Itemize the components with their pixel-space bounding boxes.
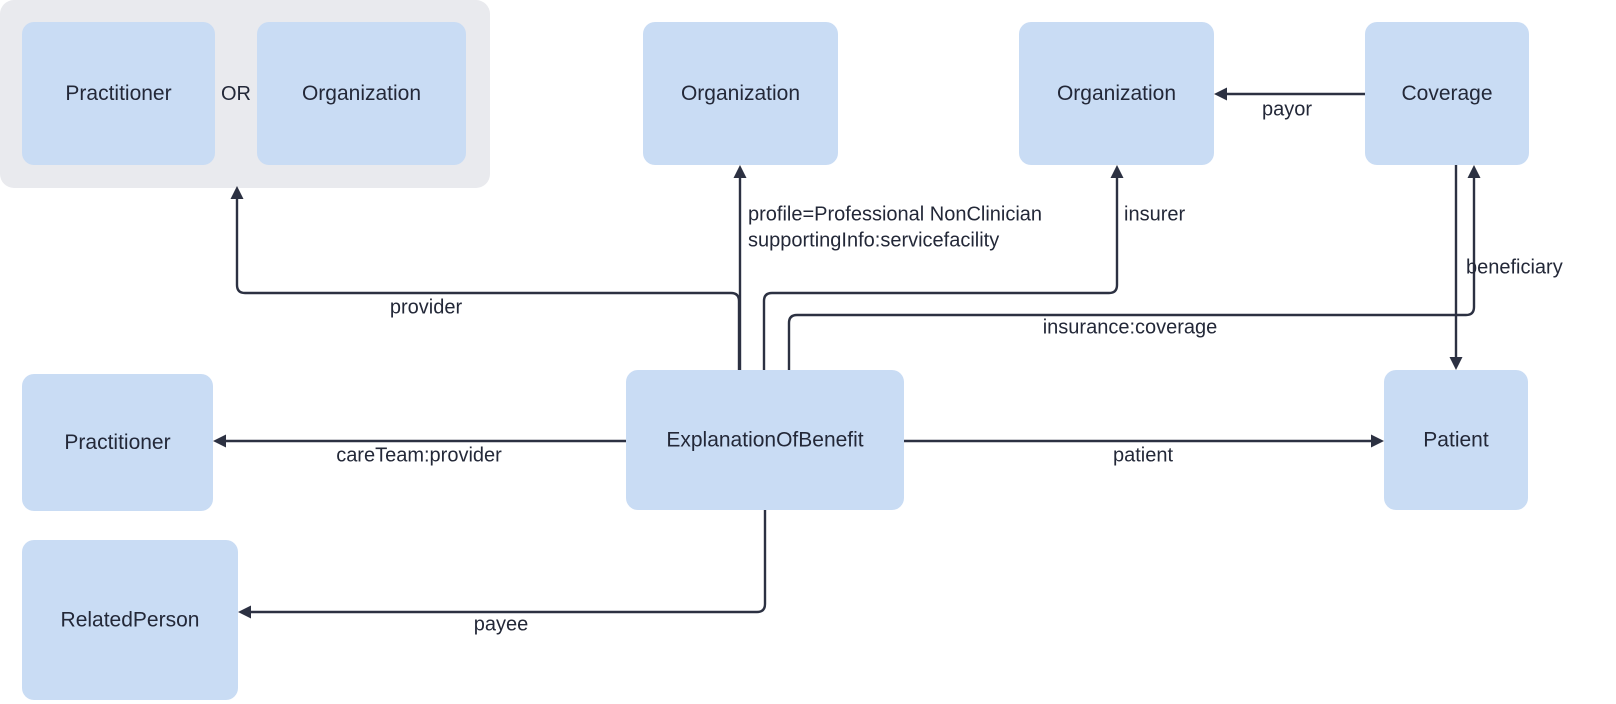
- edge-line: [248, 510, 767, 614]
- node-rect[interactable]: [22, 374, 213, 511]
- node-organization-insurer[interactable]: Organization: [1019, 22, 1214, 165]
- edge-line: [235, 196, 741, 370]
- edge-line: [762, 175, 1119, 370]
- edge-label: patient: [1113, 444, 1173, 466]
- arrow-head: [213, 434, 226, 448]
- node-rect[interactable]: [22, 22, 215, 165]
- arrow-head: [1371, 434, 1384, 448]
- arrow-head: [1449, 357, 1463, 370]
- edge-layer: provider profile=Professional NonClinicia…: [213, 87, 1563, 635]
- edge-careteam-provider: careTeam:provider: [213, 434, 626, 466]
- node-practitioner-top[interactable]: Practitioner: [22, 22, 215, 165]
- node-patient[interactable]: Patient: [1384, 370, 1528, 510]
- edge-provider: provider: [230, 186, 741, 370]
- node-rect[interactable]: [643, 22, 838, 165]
- node-coverage[interactable]: Coverage: [1365, 22, 1529, 165]
- arrow-head: [230, 186, 244, 199]
- or-separator-label: OR: [221, 83, 251, 105]
- arrow-head: [1214, 87, 1227, 101]
- arrow-head: [1110, 165, 1124, 178]
- edge-line: [787, 175, 1476, 370]
- node-organization-facility[interactable]: Organization: [643, 22, 838, 165]
- node-rect[interactable]: [1019, 22, 1214, 165]
- node-rect[interactable]: [1365, 22, 1529, 165]
- edge-beneficiary: beneficiary: [1449, 165, 1563, 370]
- edge-patient: patient: [904, 434, 1384, 466]
- edge-label: payor: [1262, 98, 1312, 120]
- edge-label: insurance:coverage: [1043, 316, 1218, 338]
- edge-insurer: insurer: [762, 165, 1185, 370]
- node-rect[interactable]: [257, 22, 466, 165]
- node-explanationofbenefit[interactable]: ExplanationOfBenefit: [626, 370, 904, 510]
- edge-label-line2: supportingInfo:servicefacility: [748, 229, 999, 251]
- edge-label: beneficiary: [1466, 256, 1563, 278]
- edge-label: profile=Professional NonClinician: [748, 203, 1042, 225]
- arrow-head: [238, 605, 251, 619]
- node-organization-group[interactable]: Organization: [257, 22, 466, 165]
- edge-servicefacility: profile=Professional NonClinician support…: [733, 165, 1042, 370]
- edge-label: insurer: [1124, 203, 1185, 225]
- edge-payor: payor: [1214, 87, 1365, 120]
- arrow-head: [733, 165, 747, 178]
- edge-label: provider: [390, 296, 463, 318]
- edge-label: payee: [474, 613, 529, 635]
- node-rect[interactable]: [626, 370, 904, 510]
- edge-payee: payee: [238, 510, 767, 635]
- edge-label: careTeam:provider: [336, 444, 502, 466]
- node-rect[interactable]: [22, 540, 238, 700]
- edge-insurance-coverage: insurance:coverage: [787, 165, 1481, 370]
- node-rect[interactable]: [1384, 370, 1528, 510]
- node-relatedperson[interactable]: RelatedPerson: [22, 540, 238, 700]
- node-practitioner-careteam[interactable]: Practitioner: [22, 374, 213, 511]
- arrow-head: [1467, 165, 1481, 178]
